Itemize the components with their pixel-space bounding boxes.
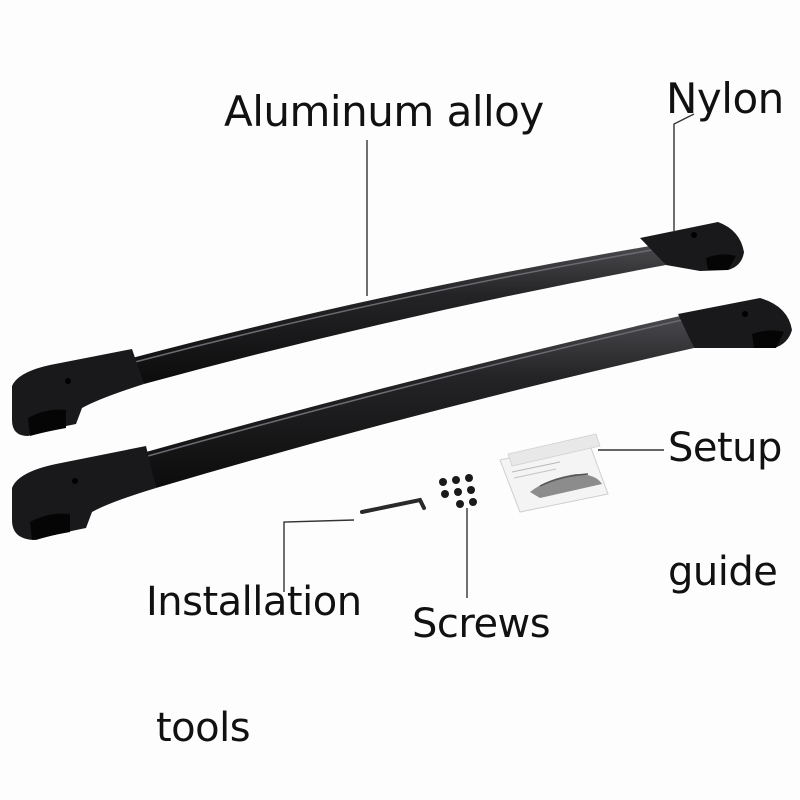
lower-left-foot-hole — [72, 478, 78, 484]
label-guide: guide — [668, 549, 778, 595]
label-installation: Installation — [146, 579, 362, 625]
label-tools: tools — [156, 705, 251, 751]
leader-lines — [283, 113, 695, 598]
upper-right-foot-slot — [706, 254, 736, 270]
setup-guide-sheets — [499, 433, 609, 513]
hex-key — [360, 497, 426, 514]
lower-right-foot-slot — [752, 330, 784, 348]
lower-right-foot-hole — [742, 311, 748, 317]
upper-crossbar — [12, 222, 744, 436]
upper-bar-body — [132, 246, 666, 384]
label-aluminum-alloy: Aluminum alloy — [224, 87, 544, 136]
upper-left-foot-hole — [65, 378, 71, 384]
nylon-leader — [673, 113, 695, 232]
upper-bar-highlight — [134, 249, 653, 363]
upper-left-foot-slot — [28, 409, 66, 436]
lower-crossbar — [12, 298, 792, 540]
lower-left-foot-slot — [30, 513, 70, 540]
label-setup: Setup — [668, 425, 782, 471]
installation-leader — [283, 519, 355, 592]
label-screws: Screws — [412, 601, 551, 647]
lower-bar-body — [146, 316, 694, 488]
label-nylon: Nylon — [666, 74, 784, 123]
upper-right-foot-hole — [691, 232, 697, 238]
screws — [439, 474, 477, 508]
lower-bar-highlight — [147, 319, 683, 457]
